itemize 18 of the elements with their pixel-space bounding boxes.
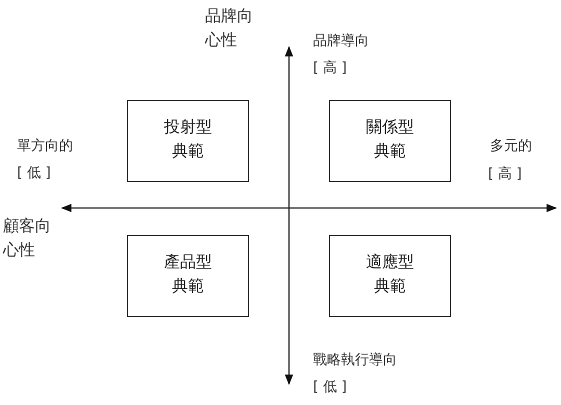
scale-label: [ 低 ] [17,164,51,183]
scale-label: [ 高 ] [488,165,522,184]
quadrant-box [127,100,249,182]
axis-title: 品牌向心性 [205,5,254,51]
scale-label: [ 高 ] [313,59,347,78]
quadrant-label: 產品型典範 [163,251,213,297]
quadrant-label: 適應型典範 [365,251,415,297]
axis-title: 顧客向心性 [3,215,52,261]
axis-end-label: 單方向的 [17,137,73,156]
axis-end-label: 戰略執行導向 [313,351,397,370]
axis-end-label: 多元的 [490,137,532,156]
quadrant-box [329,100,451,182]
quadrant-label: 投射型典範 [163,116,213,162]
quadrant-box [329,235,451,317]
quadrant-label: 關係型典範 [365,116,415,162]
scale-label: [ 低 ] [313,378,347,397]
axis-end-label: 品牌導向 [313,32,369,51]
quadrant-box [127,235,249,317]
